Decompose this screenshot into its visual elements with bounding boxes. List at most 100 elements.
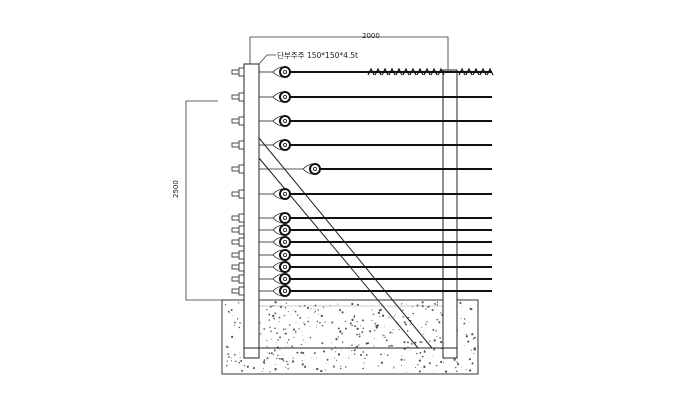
concrete-speck	[247, 366, 249, 368]
concrete-speck	[402, 316, 403, 317]
concrete-speck	[271, 339, 272, 340]
concrete-speck	[405, 323, 407, 325]
concrete-speck	[323, 307, 324, 308]
concrete-speck	[355, 347, 356, 348]
concrete-speck	[264, 359, 266, 361]
concrete-speck	[374, 338, 375, 339]
concrete-speck	[421, 341, 423, 343]
concrete-speck	[351, 325, 353, 327]
concrete-speck	[457, 361, 458, 362]
concrete-speck	[305, 342, 306, 343]
concrete-speck	[283, 355, 284, 356]
nut-icon	[239, 93, 244, 101]
concrete-speck	[269, 353, 271, 355]
concrete-speck	[416, 353, 417, 354]
concrete-speck	[227, 360, 228, 361]
concrete-speck	[461, 368, 462, 369]
concrete-speck	[356, 346, 358, 348]
concrete-speck	[277, 339, 278, 340]
concrete-speck	[303, 339, 304, 340]
concrete-speck	[276, 342, 277, 343]
concrete-speck	[472, 362, 474, 364]
nut-icon	[239, 287, 244, 295]
concrete-speck	[466, 334, 467, 335]
concrete-speck	[440, 341, 442, 343]
concrete-speck	[307, 307, 309, 309]
concrete-speck	[413, 313, 415, 315]
concrete-speck	[342, 311, 344, 313]
concrete-speck	[471, 350, 472, 351]
concrete-speck	[410, 350, 411, 351]
concrete-speck	[445, 370, 447, 372]
concrete-speck	[371, 320, 372, 321]
concrete-speck	[266, 359, 267, 360]
concrete-speck	[283, 328, 285, 330]
concrete-speck	[399, 329, 400, 330]
concrete-speck	[350, 324, 351, 325]
concrete-speck	[386, 340, 388, 342]
concrete-speck	[387, 354, 389, 356]
concrete-speck	[464, 318, 466, 320]
concrete-speck	[406, 372, 407, 373]
concrete-speck	[274, 349, 276, 351]
height-dimension-label: 2500	[172, 180, 180, 198]
concrete-speck	[436, 336, 437, 337]
concrete-speck	[325, 369, 326, 370]
concrete-speck	[443, 362, 444, 363]
concrete-speck	[335, 351, 336, 352]
concrete-speck	[234, 322, 236, 324]
concrete-speck	[423, 333, 424, 334]
concrete-speck	[359, 336, 361, 338]
concrete-speck	[308, 317, 309, 318]
concrete-speck	[421, 327, 422, 328]
end-post	[244, 64, 259, 358]
concrete-speck	[465, 345, 466, 346]
concrete-speck	[444, 359, 445, 360]
concrete-speck	[374, 323, 375, 324]
concrete-speck	[345, 321, 346, 322]
concrete-speck	[473, 353, 474, 354]
concrete-speck	[411, 343, 412, 344]
concrete-speck	[358, 344, 359, 345]
concrete-speck	[323, 350, 325, 352]
eye-icon	[280, 67, 290, 77]
eye-icon	[280, 116, 290, 126]
concrete-speck	[457, 363, 459, 365]
concrete-speck	[345, 366, 347, 368]
concrete-speck	[296, 352, 298, 354]
concrete-speck	[327, 359, 329, 361]
concrete-speck	[380, 309, 382, 311]
concrete-speck	[334, 357, 335, 358]
concrete-speck	[298, 328, 299, 329]
nut-icon	[239, 117, 244, 125]
concrete-speck	[389, 331, 391, 333]
concrete-speck	[423, 366, 425, 368]
concrete-speck	[286, 346, 287, 347]
concrete-speck	[331, 321, 333, 323]
concrete-speck	[456, 371, 457, 372]
concrete-speck	[429, 341, 430, 342]
concrete-speck	[433, 349, 435, 351]
concrete-speck	[286, 303, 287, 304]
concrete-speck	[378, 365, 379, 366]
concrete-speck	[354, 349, 356, 351]
concrete-speck	[348, 357, 349, 358]
concrete-speck	[293, 358, 294, 359]
concrete-speck	[316, 325, 317, 326]
concrete-speck	[404, 321, 406, 323]
concrete-speck	[239, 327, 240, 328]
concrete-speck	[384, 353, 385, 354]
concrete-speck	[321, 342, 323, 344]
concrete-speck	[466, 335, 468, 337]
concrete-speck	[321, 343, 322, 344]
concrete-speck	[263, 368, 264, 369]
eye-icon	[280, 286, 290, 296]
concrete-speck	[356, 321, 357, 322]
concrete-speck	[316, 368, 318, 370]
concrete-speck	[361, 331, 363, 333]
concrete-speck	[393, 368, 394, 369]
concrete-speck	[283, 360, 284, 361]
nut-icon	[239, 226, 244, 234]
concrete-speck	[416, 304, 418, 306]
concrete-speck	[260, 322, 261, 323]
